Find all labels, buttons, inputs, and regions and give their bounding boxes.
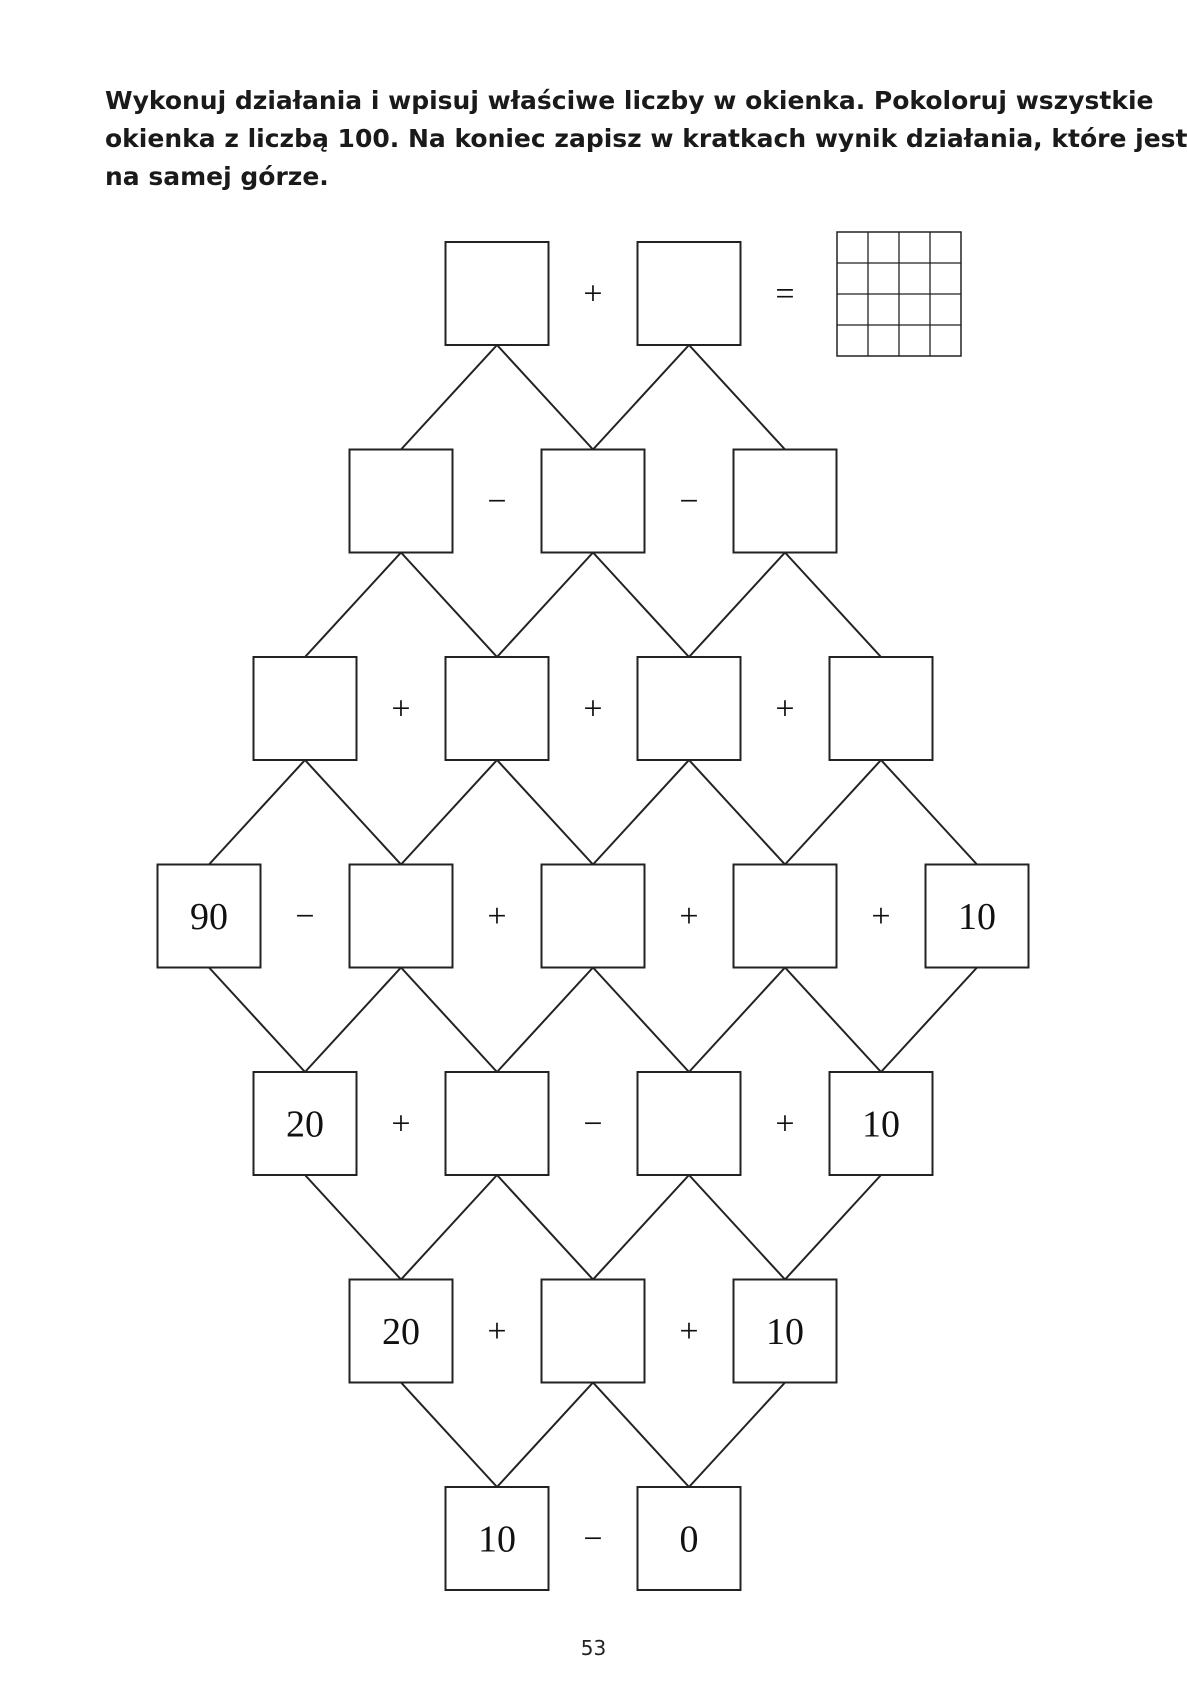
connector-line bbox=[688, 1381, 786, 1488]
connector-line bbox=[688, 551, 786, 658]
pyramid-box[interactable] bbox=[348, 448, 454, 554]
connector-line bbox=[400, 551, 498, 658]
connector-line bbox=[496, 966, 594, 1073]
connector-line bbox=[400, 1174, 498, 1281]
pyramid-box[interactable] bbox=[828, 656, 934, 761]
pyramid-box-value: 10 bbox=[958, 896, 996, 938]
connector-line bbox=[592, 1174, 690, 1281]
connector-line bbox=[592, 551, 690, 658]
instruction-line-2: okienka z liczbą 100. Na koniec zapisz w… bbox=[105, 124, 1187, 153]
operator-sign: + bbox=[871, 898, 890, 935]
connector-line bbox=[784, 1174, 882, 1281]
connector-line bbox=[400, 1381, 498, 1488]
connector-line bbox=[304, 966, 402, 1073]
connector-line bbox=[496, 344, 594, 451]
operator-sign: − bbox=[679, 483, 698, 520]
pyramid-box-value: 10 bbox=[862, 1104, 900, 1146]
connector-line bbox=[400, 966, 498, 1073]
connector-line bbox=[304, 759, 402, 866]
pyramid-box[interactable] bbox=[252, 656, 358, 761]
operator-sign: − bbox=[295, 898, 314, 935]
pyramid-box[interactable] bbox=[540, 863, 646, 969]
instruction-line-1: Wykonuj działania i wpisuj właściwe licz… bbox=[105, 86, 1154, 115]
pyramid-box[interactable] bbox=[636, 241, 742, 346]
connector-line bbox=[496, 1174, 594, 1281]
connector-line bbox=[208, 759, 306, 866]
connector-line bbox=[208, 966, 306, 1073]
pyramid-box[interactable] bbox=[444, 1071, 550, 1176]
pyramid-box-value: 20 bbox=[382, 1311, 420, 1353]
connector-line bbox=[784, 966, 882, 1073]
pyramid-box[interactable] bbox=[444, 241, 550, 346]
pyramid-box[interactable] bbox=[732, 1278, 838, 1384]
operator-sign: − bbox=[583, 1106, 602, 1143]
pyramid-box-value: 90 bbox=[190, 896, 228, 938]
pyramid-box[interactable] bbox=[444, 1486, 550, 1591]
operator-sign: + bbox=[679, 1313, 698, 1350]
pyramid-box[interactable] bbox=[732, 863, 838, 969]
pyramid-box[interactable] bbox=[636, 656, 742, 761]
pyramid-box[interactable] bbox=[732, 448, 838, 554]
pyramid-box[interactable] bbox=[540, 448, 646, 554]
instruction-line-3: na samej górze. bbox=[105, 162, 329, 191]
instruction-text: Wykonuj działania i wpisuj właściwe licz… bbox=[105, 82, 1187, 196]
connector-line bbox=[496, 759, 594, 866]
connector-line bbox=[880, 759, 978, 866]
connector-line bbox=[304, 1174, 402, 1281]
connector-line bbox=[304, 551, 402, 658]
pyramid-box[interactable] bbox=[924, 863, 1030, 969]
connector-line bbox=[496, 551, 594, 658]
page-number: 53 bbox=[580, 1636, 607, 1660]
pyramid-box[interactable] bbox=[636, 1071, 742, 1176]
equals-sign: = bbox=[775, 276, 794, 313]
connector-line bbox=[688, 966, 786, 1073]
connector-line bbox=[688, 1174, 786, 1281]
pyramid-box[interactable] bbox=[444, 656, 550, 761]
operator-sign: + bbox=[775, 1106, 794, 1143]
pyramid-box[interactable] bbox=[540, 1278, 646, 1384]
connector-line bbox=[880, 966, 978, 1073]
pyramid-box-value: 20 bbox=[286, 1104, 324, 1146]
operator-sign: + bbox=[679, 898, 698, 935]
connector-line bbox=[592, 966, 690, 1073]
pyramid-box[interactable] bbox=[252, 1071, 358, 1176]
connector-line bbox=[496, 1381, 594, 1488]
pyramid-box[interactable] bbox=[348, 1278, 454, 1384]
pyramid-box-value: 10 bbox=[478, 1519, 516, 1561]
pyramid-box-value: 0 bbox=[680, 1519, 699, 1561]
connector-line bbox=[688, 759, 786, 866]
operator-sign: − bbox=[487, 483, 506, 520]
connector-line bbox=[400, 344, 498, 451]
operator-sign: + bbox=[583, 276, 602, 313]
connector-line bbox=[784, 551, 882, 658]
operator-sign: + bbox=[775, 691, 794, 728]
connector-line bbox=[400, 759, 498, 866]
pyramid-box[interactable] bbox=[828, 1071, 934, 1176]
connector-line bbox=[592, 344, 690, 451]
operator-sign: + bbox=[583, 691, 602, 728]
operator-sign: + bbox=[391, 691, 410, 728]
pyramid-box[interactable] bbox=[156, 863, 262, 969]
connector-line bbox=[784, 759, 882, 866]
operator-sign: + bbox=[487, 1313, 506, 1350]
operator-sign: + bbox=[487, 898, 506, 935]
pyramid-box-value: 10 bbox=[766, 1311, 804, 1353]
connector-line bbox=[592, 759, 690, 866]
connector-line bbox=[688, 344, 786, 451]
pyramid-box[interactable] bbox=[348, 863, 454, 969]
operator-sign: − bbox=[583, 1521, 602, 1558]
operator-sign: + bbox=[391, 1106, 410, 1143]
pyramid-box[interactable] bbox=[636, 1486, 742, 1591]
connector-line bbox=[592, 1381, 690, 1488]
